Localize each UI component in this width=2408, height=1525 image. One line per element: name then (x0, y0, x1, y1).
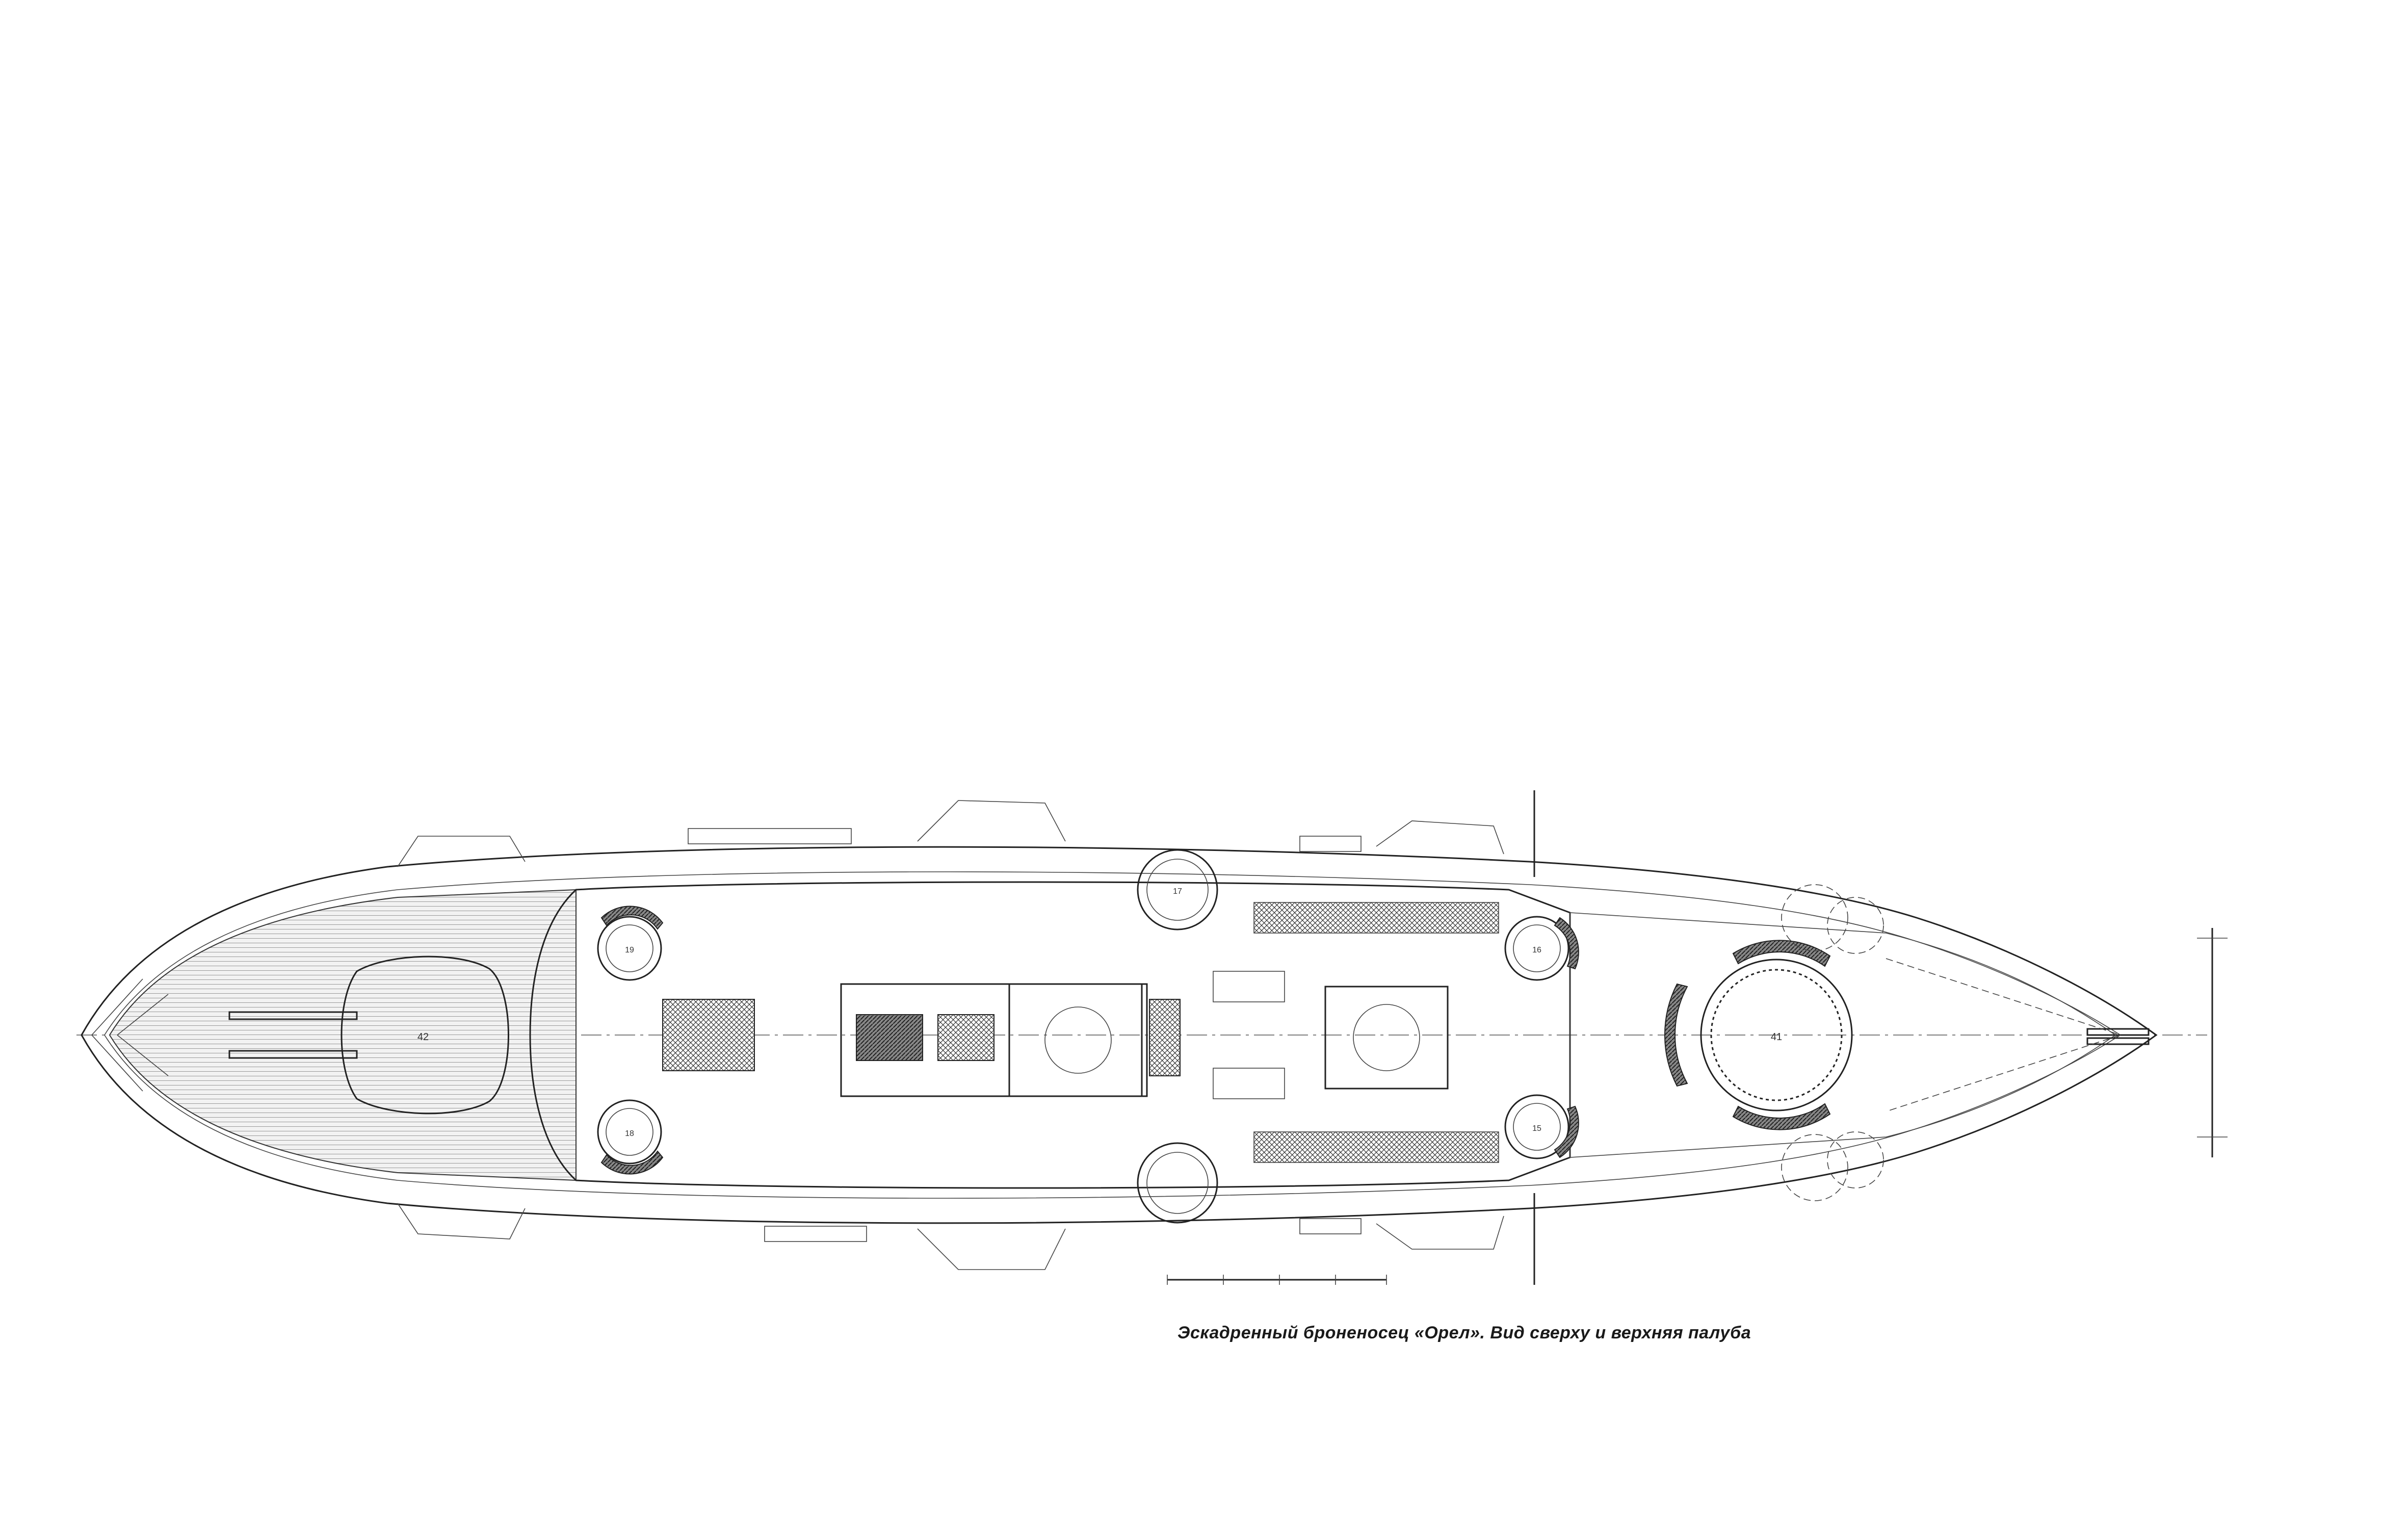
fore-gun-barrel-upper (2086, 1028, 2150, 1036)
hull-outline (81, 846, 2158, 1224)
davits-port (397, 800, 1504, 867)
turret-number: 17 (1173, 887, 1182, 896)
fore-main-turret: 41 (1664, 940, 2150, 1130)
wing-turret-aft-starboard: 18 (597, 1099, 664, 1175)
wing-turret-fore-starboard: 15 (1504, 1094, 1579, 1159)
cabin-skylights (937, 1014, 994, 1061)
aft-main-turret: 42 (228, 955, 509, 1115)
davits-starboard (397, 1203, 1504, 1270)
fore-turret-number: 41 (1771, 1031, 1782, 1043)
fore-hatch-house (1324, 986, 1449, 1090)
turret-number: 19 (625, 946, 634, 954)
wing-turret-mid-port: 17 (1137, 849, 1218, 930)
turret-number: 16 (1532, 946, 1541, 954)
quarterdeck-planking (109, 889, 577, 1181)
bow-scale-marker (2197, 928, 2228, 1157)
engine-skylight (662, 999, 755, 1071)
aft-gun-barrel-lower (228, 1050, 358, 1059)
aft-turret-number: 42 (417, 1031, 429, 1043)
drawing-caption: Эскадренный броненосец «Орел». Вид сверх… (1177, 1323, 1751, 1342)
forecastle-guide-lines (1886, 958, 2122, 1112)
aft-gun-barrel-upper (228, 1011, 358, 1020)
scale-bar (1167, 1275, 1387, 1285)
bow-anchor-gear (1781, 884, 1884, 1201)
central-deckhouse (840, 983, 1148, 1097)
ventilator-ring-aft (1044, 1006, 1112, 1074)
boat-racks-port (1213, 902, 1499, 1163)
wing-turret-mid-starboard (1137, 1142, 1218, 1224)
turret-number: 18 (625, 1129, 634, 1138)
forward-hatch-house (1008, 983, 1143, 1097)
turret-number: 15 (1532, 1124, 1541, 1133)
ventilator-ring-fore (1353, 1004, 1420, 1071)
ladder-grating (1149, 999, 1181, 1076)
stern-frame (91, 978, 169, 1092)
boiler-grating (856, 1014, 923, 1061)
superstructure-deck (529, 881, 1571, 1189)
fore-gun-barrel-lower (2086, 1037, 2150, 1045)
wing-turret-aft-port: 19 (597, 906, 664, 981)
wing-turret-fore-port: 16 (1504, 916, 1579, 981)
